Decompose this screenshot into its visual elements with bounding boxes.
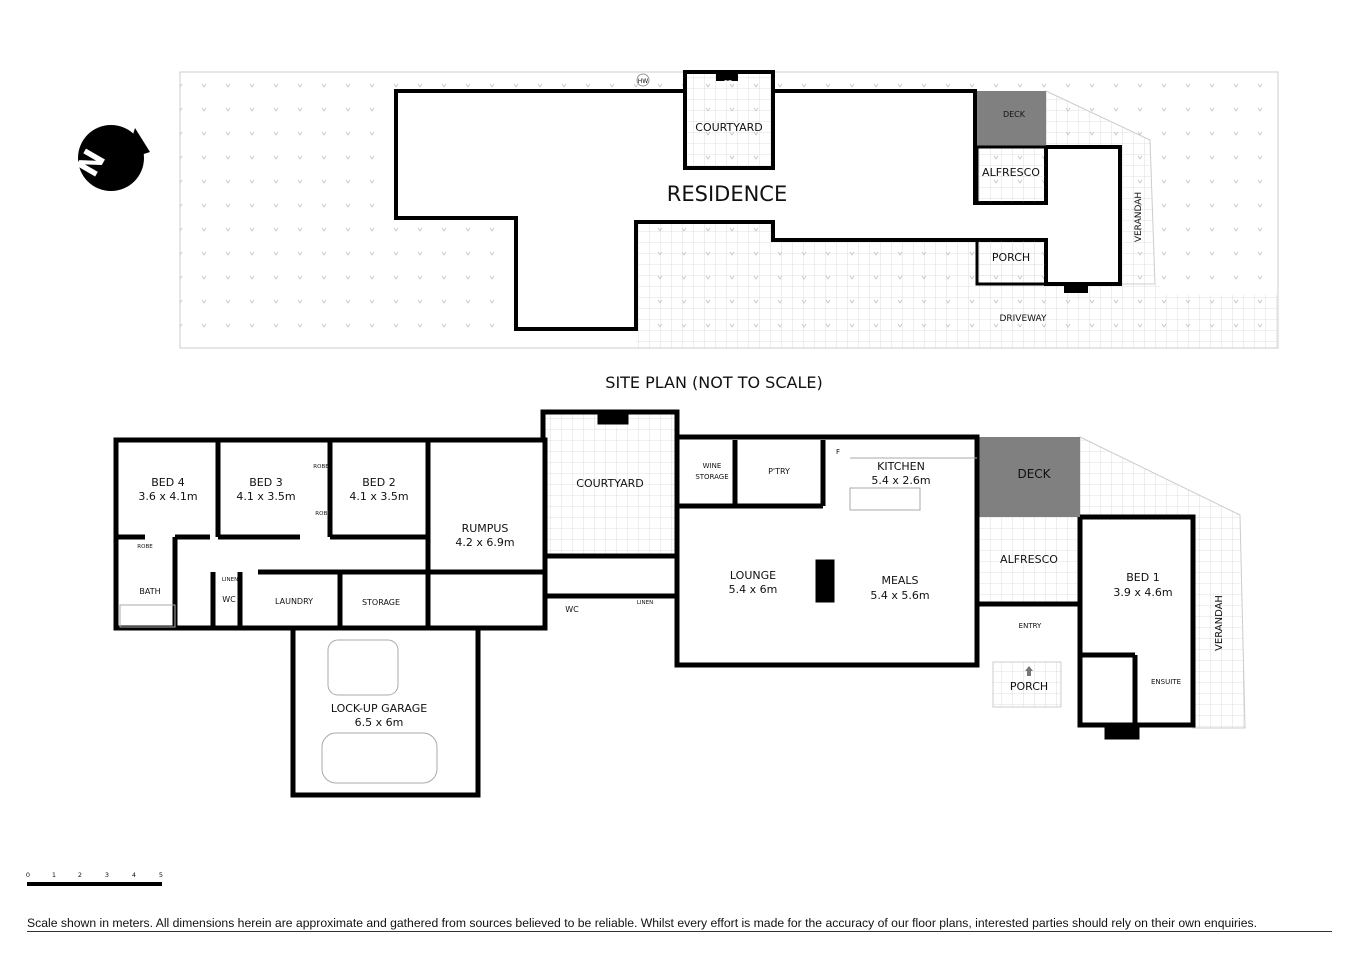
wc-label-2: WC [565,605,579,614]
fp-label: FP [609,424,617,432]
meals-size: 5.4 x 5.6m [870,589,929,602]
wc-label-1: WC [222,595,236,604]
courtyard-label: COURTYARD [576,477,643,490]
robe-label-2: ROBE [315,511,331,517]
scale-tick-1: 1 [52,871,56,879]
kitchen-size: 5.4 x 2.6m [871,474,930,487]
site-porch-label: PORCH [992,251,1030,264]
site-alfresco [975,145,1048,205]
bath-label: BATH [139,587,160,596]
hw-label: HW [638,78,649,85]
site-residence-outline [394,89,1122,331]
compass-disc [78,125,144,191]
alfresco-floor [977,517,1080,604]
lounge-name: LOUNGE [730,569,776,582]
fixtures [119,457,977,784]
wine-label-1: WINE [703,462,722,470]
courtyard-floor [545,412,677,556]
site-courtyard-label: COURTYARD [695,121,762,134]
scale-tick-5: 5 [159,871,163,879]
linen-label-1: LINEN [222,577,238,583]
site-alfresco-label: ALFRESCO [982,166,1040,179]
kitchen-name: KITCHEN [877,460,925,473]
pantry-label: P'TRY [768,467,790,476]
wine-label-2: STORAGE [695,473,728,481]
bed2-name: BED 2 [362,476,395,489]
bed1-name: BED 1 [1126,571,1159,584]
scale-tick-3: 3 [105,871,109,879]
residence-label: RESIDENCE [667,182,787,206]
scale-bar-line [27,882,162,886]
site-verandah-label: VERANDAH [1134,192,1144,242]
north-compass: N [70,125,150,191]
bed1-size: 3.9 x 4.6m [1113,586,1172,599]
garage-size: 6.5 x 6m [355,716,404,729]
entry-arrow-icon [1025,666,1033,676]
floor-plan [113,409,1246,798]
linen-label-2: LINEN [637,600,653,606]
disclaimer: Scale shown in meters. All dimensions he… [27,916,1332,932]
storage-label: STORAGE [362,598,400,607]
rumpus-size: 4.2 x 6.9m [455,536,514,549]
laundry-label: LAUNDRY [275,597,313,606]
meals-name: MEALS [881,574,918,587]
robe-label-1: ROBE [313,464,329,470]
bed4-name: BED 4 [151,476,184,489]
deck-floor [977,437,1080,517]
site-deck [977,91,1046,147]
driveway-label: DRIVEWAY [999,314,1047,324]
walls [113,409,1196,798]
site-plan-title: SITE PLAN (NOT TO SCALE) [605,373,822,392]
robe-label-3: ROBE [137,544,153,550]
scale-bar: 0 1 2 3 4 5 [26,871,163,886]
scale-tick-0: 0 [26,871,30,879]
rumpus-name: RUMPUS [462,522,509,535]
deck-label: DECK [1017,467,1051,481]
lounge-size: 5.4 x 6m [729,583,778,596]
site-chimney [1064,284,1088,293]
compass-arrow-icon [125,128,150,160]
room-labels: BED 4 3.6 x 4.1m BED 3 4.1 x 3.5m BED 2 … [137,424,1225,729]
verandah-label: VERANDAH [1214,595,1225,651]
bed4-size: 3.6 x 4.1m [138,490,197,503]
bed3-size: 4.1 x 3.5m [236,490,295,503]
entry-label: ENTRY [1019,622,1042,630]
site-deck-label: DECK [1003,110,1026,119]
site-plan: HW FP COURTYARD RESIDENCE DECK ALFRESCO … [179,70,1279,349]
ensuite-label: ENSUITE [1151,678,1181,686]
alfresco-label: ALFRESCO [1000,553,1058,566]
garage-name: LOCK-UP GARAGE [331,702,427,715]
hot-water-icon [636,73,650,87]
site-porch [975,238,1048,286]
scale-tick-4: 4 [132,871,136,879]
scale-tick-2: 2 [78,871,82,879]
site-fp-label: FP [724,79,732,87]
bed2-size: 4.1 x 3.5m [349,490,408,503]
paved-area [636,222,1278,348]
site-fireplace-icon [716,72,738,81]
bed3-name: BED 3 [249,476,282,489]
fridge-label: F [836,448,840,456]
porch-label: PORCH [1010,680,1048,693]
